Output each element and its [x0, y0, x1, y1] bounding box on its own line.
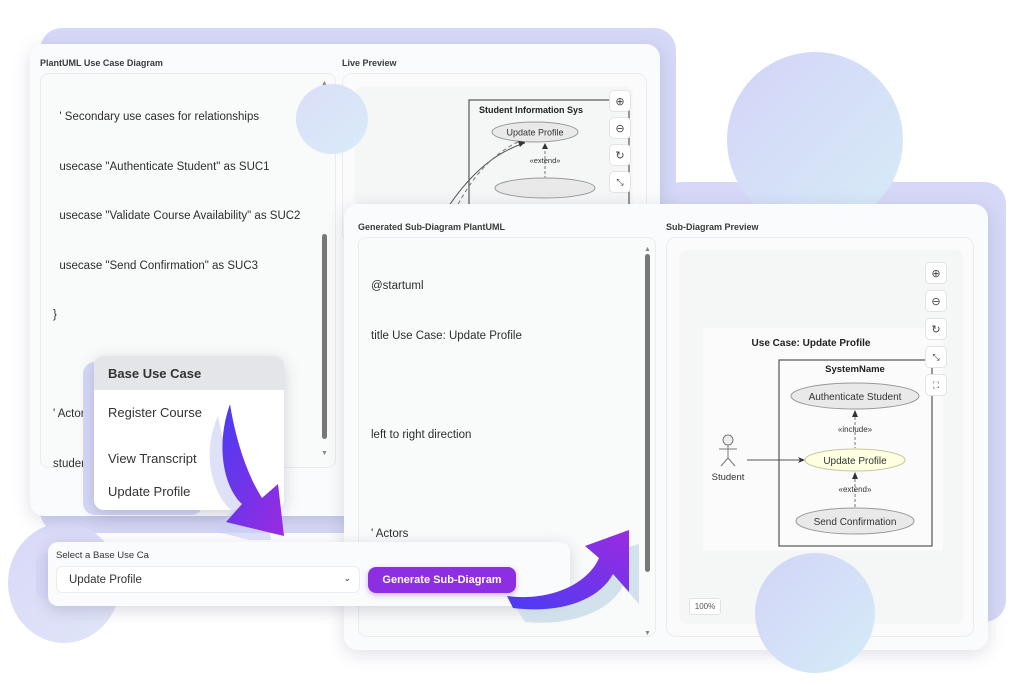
- svg-text:Authenticate Student: Authenticate Student: [809, 392, 902, 403]
- base-use-case-selector-card: Select a Base Use Ca Update Profile ⌄ Ge…: [48, 542, 570, 606]
- main-editor-scrollbar[interactable]: [322, 234, 327, 439]
- select-label: Select a Base Use Ca: [56, 550, 149, 561]
- dropdown-header: Base Use Case: [94, 356, 284, 390]
- scroll-up-arrow[interactable]: ▲: [321, 80, 328, 87]
- dropdown-option-view-transcript[interactable]: View Transcript: [108, 450, 197, 466]
- decorative-arrow-up: [507, 530, 639, 623]
- sub-editor-scrollbar[interactable]: [645, 254, 650, 572]
- live-preview-diagram: Student Information Sys Update Profile «…: [425, 99, 630, 246]
- svg-text:«extend»: «extend»: [530, 156, 561, 165]
- sub-scroll-down-arrow[interactable]: ▼: [644, 630, 651, 637]
- generate-sub-diagram-button[interactable]: Generate Sub-Diagram: [368, 567, 516, 593]
- main-editor-title: PlantUML Use Case Diagram: [40, 58, 163, 68]
- base-use-case-select[interactable]: Update Profile ⌄: [56, 566, 360, 593]
- decorative-circle-top-right: [727, 52, 903, 228]
- sub-editor-title: Generated Sub-Diagram PlantUML: [358, 222, 506, 232]
- sub-fullscreen-button[interactable]: ⛶: [925, 374, 947, 396]
- sub-zoom-out-button[interactable]: ⊖: [925, 290, 947, 312]
- chevron-down-icon: ⌄: [343, 573, 351, 583]
- svg-text:SystemName: SystemName: [825, 364, 885, 375]
- live-reset-button[interactable]: ↻: [609, 144, 631, 166]
- sub-preview-container: Use Case: Update Profile SystemName Auth…: [666, 237, 974, 637]
- decorative-circle-mid: [296, 84, 368, 154]
- dropdown-option-update-profile[interactable]: Update Profile: [108, 483, 191, 499]
- live-preview-title: Live Preview: [342, 58, 397, 68]
- svg-text:«include»: «include»: [838, 425, 873, 434]
- sub-zoom-in-button[interactable]: ⊕: [925, 262, 947, 284]
- svg-text:Update Profile: Update Profile: [506, 128, 563, 138]
- svg-text:«extend»: «extend»: [839, 485, 872, 494]
- live-zoom-out-button[interactable]: ⊖: [609, 117, 631, 139]
- selected-value: Update Profile: [69, 573, 142, 586]
- sub-preview-title: Sub-Diagram Preview: [666, 222, 759, 232]
- decorative-arrow-down: [209, 404, 284, 540]
- dropdown-option-register-course[interactable]: Register Course: [108, 404, 202, 420]
- sub-preview-canvas: Use Case: Update Profile SystemName Auth…: [679, 250, 963, 624]
- sub-reset-button[interactable]: ↻: [925, 318, 947, 340]
- svg-text:Use Case: Update Profile: Use Case: Update Profile: [752, 338, 871, 349]
- sub-fit-button[interactable]: ⤡: [925, 346, 947, 368]
- decorative-circle-bottom-right: [755, 553, 875, 673]
- live-fit-button[interactable]: ⤡: [609, 171, 631, 193]
- scroll-down-arrow[interactable]: ▼: [321, 450, 328, 457]
- svg-text:Send Confirmation: Send Confirmation: [814, 517, 897, 528]
- svg-text:Student Information Sys: Student Information Sys: [479, 105, 583, 115]
- svg-text:Update Profile: Update Profile: [823, 456, 887, 467]
- base-use-case-dropdown: Base Use Case Register Course View Trans…: [94, 356, 284, 510]
- sub-scroll-up-arrow[interactable]: ▲: [644, 246, 651, 253]
- svg-text:Student: Student: [712, 472, 745, 483]
- sub-preview-diagram: Use Case: Update Profile SystemName Auth…: [703, 328, 943, 550]
- zoom-level-badge: 100%: [689, 598, 721, 615]
- live-zoom-in-button[interactable]: ⊕: [609, 90, 631, 112]
